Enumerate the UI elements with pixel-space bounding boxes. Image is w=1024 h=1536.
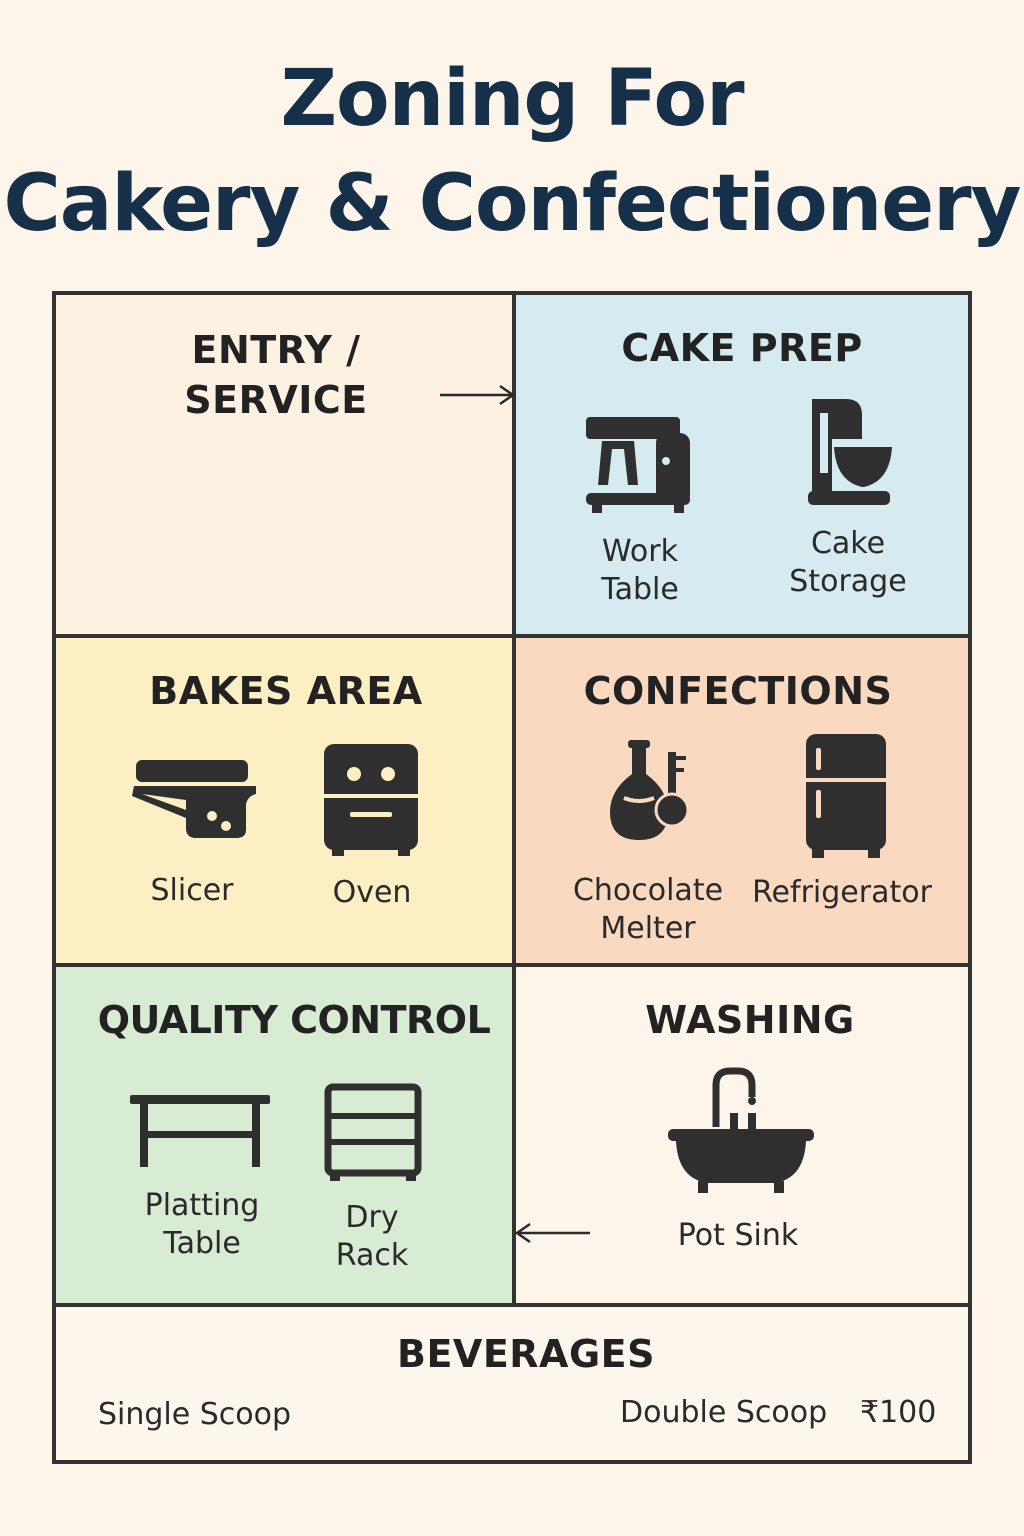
table-icon	[130, 1095, 270, 1167]
oven-icon	[324, 744, 418, 856]
beverage-single-scoop: Single Scoop	[98, 1397, 292, 1432]
arrow-left-icon	[514, 1222, 590, 1244]
zone-title-washing: WASHING	[645, 998, 855, 1042]
zone-quality-control: QUALITY CONTROL Platting Table Dry Rack	[56, 967, 516, 1307]
zone-title-confections: CONFECTIONS	[583, 669, 893, 713]
page-title-line-1: Zoning For	[280, 54, 744, 144]
item-label-platting-table: Platting Table	[144, 1188, 260, 1261]
zone-title-quality: QUALITY CONTROL	[97, 998, 491, 1042]
arrow-right-icon	[440, 384, 516, 406]
beverage-price: ₹100	[860, 1395, 937, 1430]
item-label-dry-rack: Dry Rack	[335, 1200, 409, 1273]
item-label-oven: Oven	[332, 875, 412, 910]
refrigerator-icon	[806, 734, 886, 858]
zone-washing: WASHING Pot Sink	[514, 967, 968, 1307]
item-label-slicer: Slicer	[150, 873, 234, 908]
zoning-grid: ENTRY / SERVICE CAKE PREP Work Table Cak…	[52, 291, 972, 1464]
zone-confections: CONFECTIONS Chocolate Melter Refrigerato…	[516, 638, 968, 967]
zone-title-beverages: BEVERAGES	[397, 1332, 655, 1376]
zone-entry-service: ENTRY / SERVICE	[56, 295, 516, 638]
item-label-chocolate-melter: Chocolate Melter	[572, 873, 724, 946]
item-label-pot-sink: Pot Sink	[677, 1218, 799, 1253]
slicer-icon	[132, 760, 256, 838]
zone-bakes-area: BAKES AREA Slicer Oven	[56, 638, 516, 967]
zone-title-bakes: BAKES AREA	[149, 669, 423, 713]
zone-beverages: BEVERAGES Single Scoop Double Scoop ₹100	[56, 1307, 968, 1460]
chemistry-flask-icon	[610, 740, 690, 840]
zone-cake-prep: CAKE PREP Work Table Cake Storage	[516, 295, 968, 638]
cake-mixer-icon	[808, 399, 892, 505]
beverage-double-scoop: Double Scoop	[620, 1395, 828, 1430]
rack-icon	[324, 1083, 422, 1181]
stand-mixer-icon	[586, 417, 690, 513]
item-label-refrigerator: Refrigerator	[752, 875, 932, 910]
page-title-line-2: Cakery & Confectionery	[3, 159, 1022, 249]
item-label-work-table: Work Table	[601, 534, 679, 607]
sink-icon	[668, 1067, 814, 1193]
zone-title-entry: ENTRY / SERVICE	[184, 328, 368, 422]
item-label-cake-storage: Cake Storage	[789, 526, 907, 599]
zone-title-cake-prep: CAKE PREP	[621, 326, 863, 370]
